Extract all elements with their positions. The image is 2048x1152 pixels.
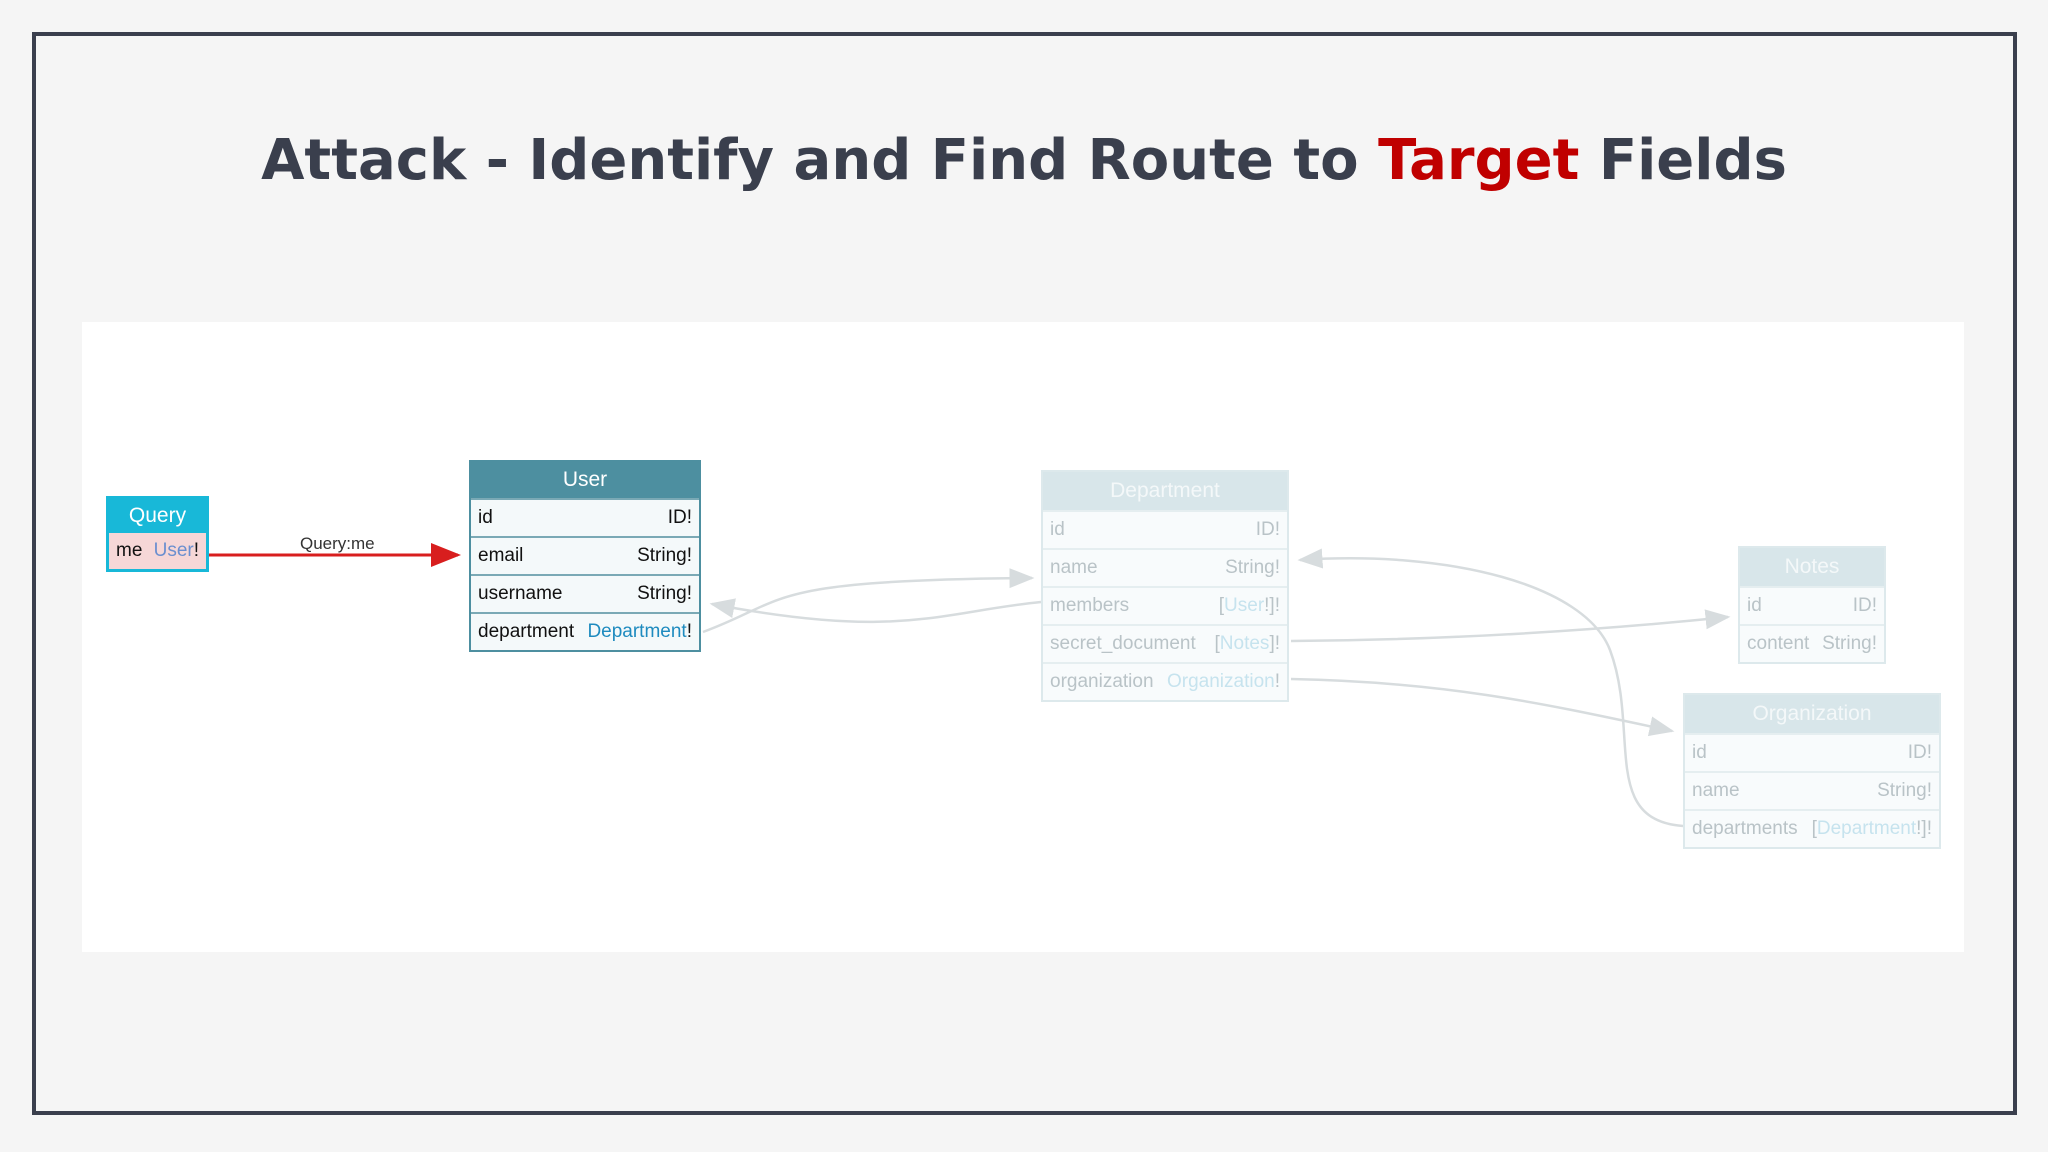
field-type: ID!	[1907, 742, 1932, 763]
organization-field-id: id ID!	[1685, 733, 1939, 771]
field-name: email	[478, 545, 524, 566]
field-name: username	[478, 583, 563, 604]
title-accent: Target	[1378, 128, 1580, 193]
notes-node: Notes id ID! content String!	[1738, 546, 1886, 664]
field-name: id	[1050, 519, 1065, 540]
field-name: id	[1692, 742, 1707, 763]
query-node: Query me User!	[106, 496, 209, 572]
department-field-organization: organization Organization!	[1043, 662, 1287, 700]
user-field-department: department Department!	[471, 612, 699, 650]
department-field-name: name String!	[1043, 548, 1287, 586]
user-field-email: email String!	[471, 536, 699, 574]
edge-label-query-me: Query:me	[300, 534, 375, 553]
field-name: members	[1050, 595, 1130, 616]
field-name: name	[1692, 780, 1740, 801]
field-type: String!	[1225, 557, 1280, 578]
edge-department-members	[709, 598, 1042, 624]
field-name: departments	[1692, 818, 1798, 839]
field-type: String!	[1822, 633, 1877, 654]
field-type: User!	[153, 540, 199, 561]
edge-department-notes	[1290, 609, 1731, 643]
edge-organization-departments	[1297, 548, 1684, 828]
department-field-secret-document: secret_document [Notes]!	[1043, 624, 1287, 662]
department-field-id: id ID!	[1043, 510, 1287, 548]
field-name: department	[478, 621, 575, 642]
diagram-canvas	[82, 322, 1964, 952]
field-name: content	[1747, 633, 1810, 654]
organization-node-header: Organization	[1685, 695, 1939, 733]
field-type: String!	[637, 545, 692, 566]
field-type: ID!	[1255, 519, 1280, 540]
field-type: Department!	[587, 621, 692, 642]
field-name: me	[116, 540, 143, 561]
query-node-header: Query	[128, 504, 187, 527]
field-type: Organization!	[1166, 671, 1280, 692]
field-type: ID!	[1852, 595, 1877, 616]
notes-field-content: content String!	[1740, 624, 1884, 662]
user-field-id: id ID!	[471, 498, 699, 536]
department-node: Department id ID! name String! members […	[1041, 470, 1289, 702]
organization-field-departments: departments [Department!]!	[1685, 809, 1939, 847]
notes-node-header: Notes	[1740, 548, 1884, 586]
organization-node: Organization id ID! name String! departm…	[1683, 693, 1941, 849]
department-node-header: Department	[1043, 472, 1287, 510]
user-node: User id ID! email String! username Strin…	[469, 460, 701, 652]
user-field-username: username String!	[471, 574, 699, 612]
user-node-header: User	[471, 462, 699, 498]
department-field-members: members [User!]!	[1043, 586, 1287, 624]
field-name: id	[1747, 595, 1762, 616]
field-name: id	[478, 507, 493, 528]
field-name: organization	[1050, 671, 1154, 692]
field-type: [Notes]!	[1214, 633, 1280, 654]
organization-field-name: name String!	[1685, 771, 1939, 809]
field-type: [User!]!	[1218, 595, 1280, 616]
title-prefix: Attack - Identify and Find Route to	[261, 128, 1379, 193]
notes-field-id: id ID!	[1740, 586, 1884, 624]
field-type: String!	[1877, 780, 1932, 801]
field-name: secret_document	[1050, 633, 1196, 654]
slide-title: Attack - Identify and Find Route to Targ…	[0, 128, 2048, 193]
edge-department-organization	[1290, 677, 1675, 737]
slide-frame	[32, 32, 2017, 1115]
field-type: ID!	[667, 507, 692, 528]
field-type: String!	[637, 583, 692, 604]
field-type: [Department!]!	[1811, 818, 1932, 839]
field-name: name	[1050, 557, 1098, 578]
query-field-me: me User!	[109, 533, 206, 569]
edge-user-department	[702, 568, 1035, 634]
title-suffix: Fields	[1579, 128, 1787, 193]
